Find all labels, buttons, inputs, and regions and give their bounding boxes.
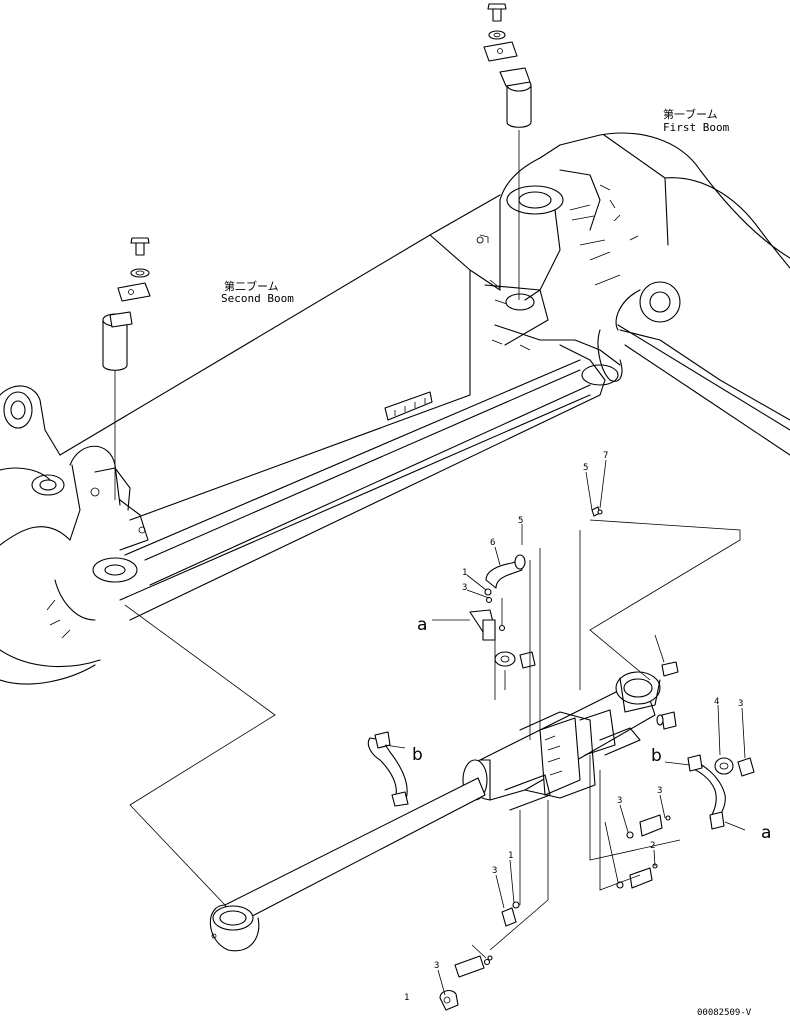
part-number-3c: 3 [617,796,622,806]
first-boom [499,132,790,456]
part-number-5a: 5 [518,516,523,526]
ref-letter-a-right: a [761,823,771,843]
part-number-5b: 5 [583,463,588,473]
pin-stack-top [483,3,532,300]
guide-lines [124,519,746,951]
drawing-code: 00082509-V [697,1008,752,1018]
second-boom-jp-label: 第二ブーム [224,279,279,293]
part-number-1c: 1 [404,993,409,1003]
part-number-4: 4 [714,697,719,707]
valve-parts [367,506,755,1011]
part-number-2: 2 [650,841,655,851]
first-boom-jp-label: 第一ブーム [663,107,718,121]
part-number-1a: 1 [462,568,467,578]
pin-stack-left [102,237,151,500]
part-number-6: 6 [490,538,495,548]
part-number-3b: 3 [738,699,743,709]
hydraulic-cylinder [209,671,661,952]
part-number-3a: 3 [462,583,467,593]
second-boom [59,194,621,621]
leader-lines [437,459,746,996]
left-linkage [0,385,149,685]
ref-letter-b-right: b [651,746,662,766]
ref-letter-a-left: a [417,615,427,635]
part-number-3e: 3 [492,866,497,876]
second-boom-en-label: Second Boom [221,292,294,305]
part-number-7: 7 [603,451,608,461]
part-number-3f: 3 [434,961,439,971]
part-number-1b: 1 [508,851,513,861]
part-number-3d: 3 [657,786,662,796]
text-labels: 第一ブーム First Boom 第二ブーム Second Boom a b b… [221,107,771,1018]
ref-letter-b-left: b [412,745,423,765]
first-boom-en-label: First Boom [663,121,730,134]
